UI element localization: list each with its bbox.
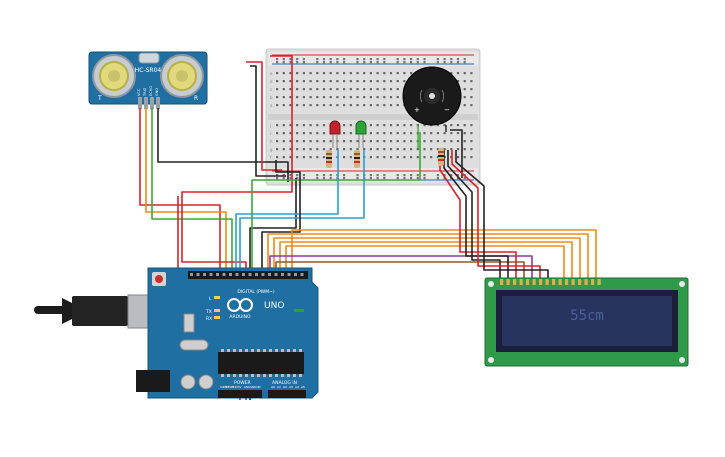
breadboard-row-letter: b bbox=[270, 95, 273, 100]
wire-buzzer-black bbox=[261, 160, 301, 275]
arduino-logo: ARDUINO bbox=[227, 298, 253, 320]
breadboard-row-letter: c bbox=[270, 87, 272, 92]
wire-sensor-trig bbox=[145, 108, 227, 275]
breadboard-row-letter: d bbox=[270, 79, 273, 84]
led-tx-label: TX bbox=[205, 309, 212, 315]
wire-lcd-red-1 bbox=[439, 150, 517, 278]
wire-lcd-black-1 bbox=[443, 150, 509, 278]
lcd-screen bbox=[502, 296, 672, 346]
lcd-pin-header bbox=[500, 279, 601, 285]
breadboard-row-letter: j bbox=[269, 123, 271, 128]
svg-text:A4: A4 bbox=[295, 385, 299, 389]
sensor-pin-vcc: VCC bbox=[137, 88, 141, 96]
power-header[interactable] bbox=[218, 390, 262, 398]
wire-lcd-orange-3 bbox=[279, 241, 573, 278]
svg-text:A0: A0 bbox=[271, 385, 275, 389]
svg-text:R: R bbox=[194, 95, 198, 102]
sensor-pin-echo: ECHO bbox=[149, 86, 153, 96]
svg-text:A5: A5 bbox=[301, 385, 305, 389]
resistor-2[interactable] bbox=[354, 150, 360, 168]
svg-text:A2: A2 bbox=[283, 385, 287, 389]
sensor-pin-trig: TRIG bbox=[143, 87, 147, 97]
resistor-3[interactable] bbox=[438, 148, 444, 166]
arduino-model: UNO bbox=[264, 301, 284, 311]
wire-led-green bbox=[251, 132, 421, 275]
wire-led-blue-2 bbox=[239, 150, 365, 275]
wire-lcd-orange-1 bbox=[267, 233, 589, 278]
svg-text:RESET: RESET bbox=[226, 385, 235, 389]
led-l-label: L bbox=[209, 296, 212, 302]
power-header-label: POWER bbox=[234, 380, 251, 386]
power-jack bbox=[136, 370, 170, 392]
wire-sensor-vcc bbox=[139, 108, 221, 275]
breadboard-row-letter: i bbox=[270, 131, 271, 136]
wire-lcd-purple bbox=[269, 255, 533, 278]
digital-header[interactable] bbox=[188, 271, 308, 279]
atmega-chip bbox=[218, 352, 304, 374]
power-pin-labels: IOREF RESET 3.3V 5V GND GND VIN bbox=[220, 385, 261, 389]
piezo-buzzer[interactable]: + − bbox=[402, 66, 462, 148]
svg-text:A1: A1 bbox=[277, 385, 281, 389]
sensor-pins: VCC TRIG ECHO GND bbox=[137, 86, 160, 109]
arduino-brand: ARDUINO bbox=[229, 314, 251, 320]
green-led[interactable] bbox=[355, 120, 367, 148]
lcd-display[interactable]: 55cm bbox=[484, 277, 689, 367]
wire-lcd-black-3 bbox=[455, 150, 549, 278]
buzzer-plus-label: + bbox=[414, 106, 420, 114]
wire-led-blue-1 bbox=[235, 150, 339, 275]
red-led[interactable] bbox=[329, 120, 341, 148]
wire-lcd-orange-2 bbox=[273, 237, 581, 278]
wires bbox=[139, 55, 597, 400]
breadboard-row-letter: a bbox=[270, 103, 273, 108]
wire-lcd-red-2 bbox=[451, 150, 541, 278]
svg-text:5V: 5V bbox=[238, 385, 242, 389]
digital-header-label: DIGITAL (PWM~) bbox=[237, 289, 275, 295]
led-l bbox=[214, 296, 220, 299]
ultrasonic-sensor[interactable]: HC-SR04 T R VCC TRIG ECHO GND bbox=[88, 51, 208, 109]
wire-rail-black bbox=[250, 65, 286, 177]
svg-text:GND: GND bbox=[250, 385, 256, 389]
power-led bbox=[294, 309, 304, 312]
buzzer-minus-label: − bbox=[444, 106, 450, 114]
analog-header[interactable] bbox=[268, 390, 306, 398]
wire-5v-red bbox=[181, 55, 293, 400]
sensor-pin-gnd: GND bbox=[155, 88, 159, 96]
svg-text:3.3V: 3.3V bbox=[232, 385, 238, 389]
resistor-1[interactable] bbox=[326, 150, 332, 168]
resistors bbox=[326, 148, 444, 168]
wire-lcd-black-2 bbox=[447, 150, 501, 278]
svg-text:VIN: VIN bbox=[256, 385, 261, 389]
led-rx-label: RX bbox=[206, 316, 212, 322]
wire-lcd-orange-4 bbox=[285, 245, 565, 278]
wire-buzzer-gnd bbox=[450, 129, 463, 178]
wire-sensor-echo bbox=[151, 108, 233, 275]
lcd-text: 55cm bbox=[570, 308, 604, 324]
sensor-model-label: HC-SR04 bbox=[135, 67, 162, 74]
breadboard-row-letter: g bbox=[270, 147, 273, 152]
svg-text:A3: A3 bbox=[289, 385, 293, 389]
analog-header-label: ANALOG IN bbox=[272, 380, 297, 386]
reset-button[interactable] bbox=[155, 275, 163, 283]
svg-text:T: T bbox=[97, 95, 102, 102]
breadboard-row-letter: f bbox=[270, 155, 272, 160]
breadboard-row-letter: h bbox=[270, 139, 273, 144]
analog-pin-labels: A0 A1 A2 A3 A4 A5 bbox=[271, 385, 305, 389]
svg-text:GND: GND bbox=[244, 385, 250, 389]
svg-text:IOREF: IOREF bbox=[220, 385, 228, 389]
wire-rail-red bbox=[246, 61, 282, 171]
wire-lcd-orange-5 bbox=[291, 229, 597, 278]
breadboard-row-letter: e bbox=[270, 71, 273, 76]
arduino-uno[interactable]: DIGITAL (PWM~) L TX RX ARDUINO UNO POWER… bbox=[34, 267, 319, 399]
